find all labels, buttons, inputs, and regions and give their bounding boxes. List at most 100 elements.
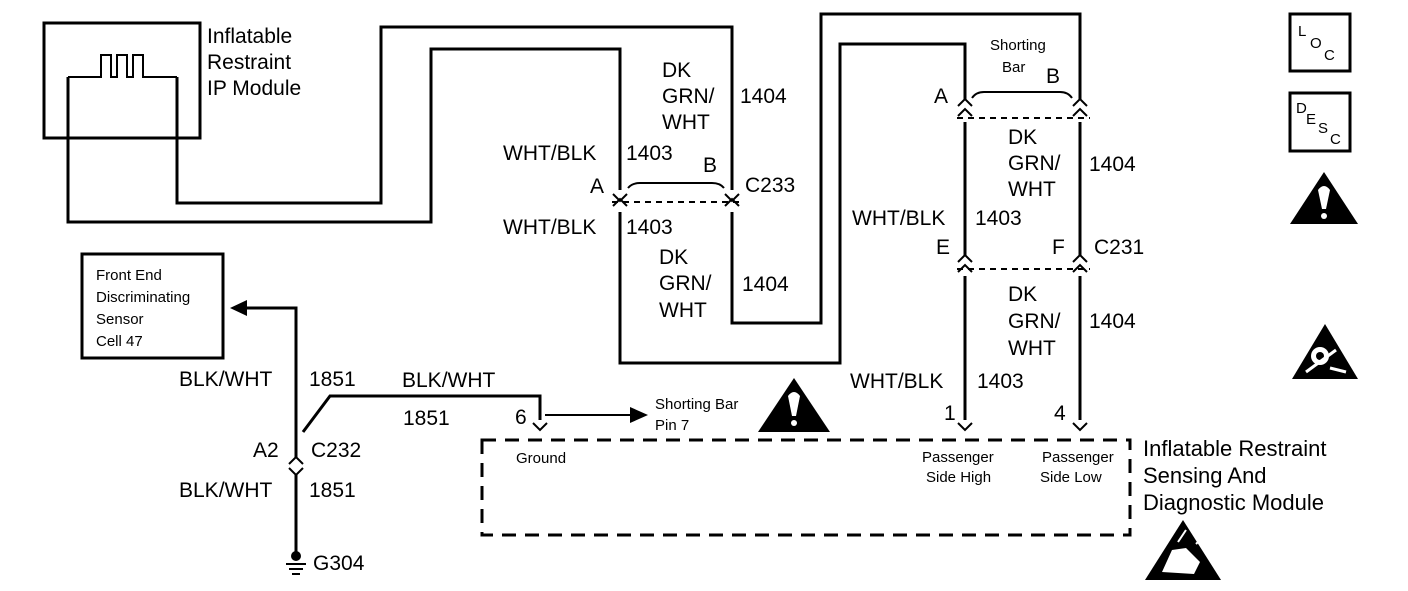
c233-shorting-bar [627, 182, 725, 189]
shorting-bar-label-2: Bar [1002, 59, 1025, 76]
sdm-box [480, 438, 1132, 537]
c231-pin-b-up-2 [1072, 107, 1088, 117]
wire-label-whtblk-sdm: WHT/BLK [850, 370, 943, 393]
sdm-label-2: Sensing And [1143, 463, 1267, 488]
ground-splice-icon [291, 551, 301, 561]
wire-labels: DK GRN/ WHT 1404 WHT/BLK 1403 WHT/BLK 14… [179, 59, 1136, 502]
c233-pin-a-lower [612, 197, 628, 207]
c233-pin-b-lower [724, 197, 740, 207]
ground-point-label: G304 [313, 552, 365, 575]
desc-letter-d: D [1296, 100, 1307, 117]
wire-1403-lower [618, 42, 967, 365]
arrow-to-sensor-icon [230, 300, 247, 316]
circuit-1404-r1: 1404 [1089, 153, 1136, 176]
wire-label-dkgrn-mid-1: DK [659, 246, 688, 269]
location-icon: L O C [1288, 12, 1352, 73]
wire-label-blkwht-sensor: BLK/WHT [179, 368, 273, 391]
sdm-pin-6-label: 6 [515, 406, 527, 429]
wire-1851-sdm [301, 394, 542, 433]
pin-high-label-1: Passenger [922, 449, 994, 466]
loc-letter-c: C [1324, 47, 1335, 64]
pin-high-label-2: Side High [926, 469, 991, 486]
arrow-shorting-bar-icon [630, 407, 648, 423]
c231-pin-f-up-1 [1072, 253, 1088, 263]
circuit-1404-top: 1404 [740, 85, 787, 108]
circuit-1851-ground: 1851 [309, 479, 356, 502]
circuit-1403-c231: 1403 [975, 207, 1022, 230]
sensor-label-3: Sensor [96, 311, 144, 328]
pin-low-label-1: Passenger [1042, 449, 1114, 466]
wires [66, 12, 1082, 552]
ground-terminal-label: Ground [516, 450, 566, 467]
sdm-label-1: Inflatable Restraint [1143, 436, 1326, 461]
wire-label-dkgrn-r2-3: WHT [1008, 337, 1056, 360]
wire-1404-lower [730, 12, 1082, 325]
ip-module-label-3: IP Module [207, 77, 301, 100]
loc-letter-o: O [1310, 35, 1322, 52]
loc-letter-l: L [1298, 23, 1306, 40]
sensor-label-1: Front End [96, 267, 162, 284]
wire-label-whtblk-upper: WHT/BLK [503, 142, 596, 165]
circuit-1851-sdm: 1851 [403, 407, 450, 430]
wire-label-dkgrn-top-2: GRN/ [662, 85, 715, 108]
c231-shorting-bar [971, 91, 1073, 99]
desc-letter-c: C [1330, 131, 1341, 148]
shorting-bar-pin-label-1: Shorting Bar [655, 396, 738, 413]
circuit-1403-lower: 1403 [626, 216, 673, 239]
wire-label-whtblk-lower: WHT/BLK [503, 216, 596, 239]
ip-module: Inflatable Restraint IP Module [42, 21, 301, 140]
ip-module-label-2: Restraint [207, 51, 291, 74]
c233-label: C233 [745, 174, 795, 197]
sensor-label-4: Cell 47 [96, 333, 143, 350]
c233-pin-a-label: A [590, 175, 604, 198]
description-icon: D E S C [1288, 91, 1352, 153]
circuit-1851-sensor: 1851 [309, 368, 356, 391]
wire-label-blkwht-ground: BLK/WHT [179, 479, 273, 502]
sdm-pin-6-terminal [532, 422, 548, 432]
desc-letter-e: E [1306, 111, 1316, 128]
desc-letter-s: S [1318, 120, 1328, 137]
c232-pin-a2-label: A2 [253, 439, 279, 462]
c231-pin-f-label: F [1052, 236, 1065, 259]
ground-g304: G304 [286, 551, 365, 575]
c231-label: C231 [1094, 236, 1144, 259]
wire-label-dkgrn-r1-3: WHT [1008, 178, 1056, 201]
esd-caution-icon [1145, 520, 1221, 580]
c231-pin-f-up-2 [1072, 263, 1088, 273]
squib-symbol [68, 54, 177, 78]
wire-1404-upper [175, 25, 734, 205]
warning-triangle-icon [1290, 172, 1358, 224]
c231-pin-b-label: B [1046, 65, 1060, 88]
c233-pin-b-upper [724, 193, 740, 203]
wire-label-dkgrn-r2-2: GRN/ [1008, 310, 1061, 333]
sensing-diagnostic-module: 6 1 4 Ground Passenger Side High Passeng… [480, 402, 1326, 537]
circuit-1403-upper: 1403 [626, 142, 673, 165]
connector-c231: A B E F C231 Shorting Bar [934, 37, 1144, 273]
sdm-pin-1-label: 1 [944, 402, 956, 425]
wire-label-dkgrn-r2-1: DK [1008, 283, 1037, 306]
connector-c232: A2 C232 [253, 439, 361, 477]
c233-pin-b-label: B [703, 154, 717, 177]
shorting-bar-label-1: Shorting [990, 37, 1046, 54]
shorting-bar-pin-label-2: Pin 7 [655, 417, 689, 434]
c232-pin-down [288, 467, 304, 477]
c231-pin-a-up-2 [957, 107, 973, 117]
wire-label-whtblk-c231: WHT/BLK [852, 207, 945, 230]
c231-pin-a-label: A [934, 85, 948, 108]
wire-label-blkwht-sdm: BLK/WHT [402, 369, 496, 392]
c231-pin-e-up-1 [957, 253, 973, 263]
connector-c233: A B C233 [590, 154, 795, 207]
wire-label-dkgrn-r1-1: DK [1008, 126, 1037, 149]
wire-label-dkgrn-top-1: DK [662, 59, 691, 82]
airbag-service-icon [1292, 324, 1358, 379]
pin-low-label-2: Side Low [1040, 469, 1102, 486]
sdm-pin-1-terminal [957, 422, 973, 432]
wire-1403-upper [66, 47, 622, 224]
c231-pin-b-up-1 [1072, 97, 1088, 107]
wire-label-dkgrn-r1-2: GRN/ [1008, 152, 1061, 175]
wire-label-dkgrn-mid-3: WHT [659, 299, 707, 322]
c232-label: C232 [311, 439, 361, 462]
circuit-1403-sdm: 1403 [977, 370, 1024, 393]
